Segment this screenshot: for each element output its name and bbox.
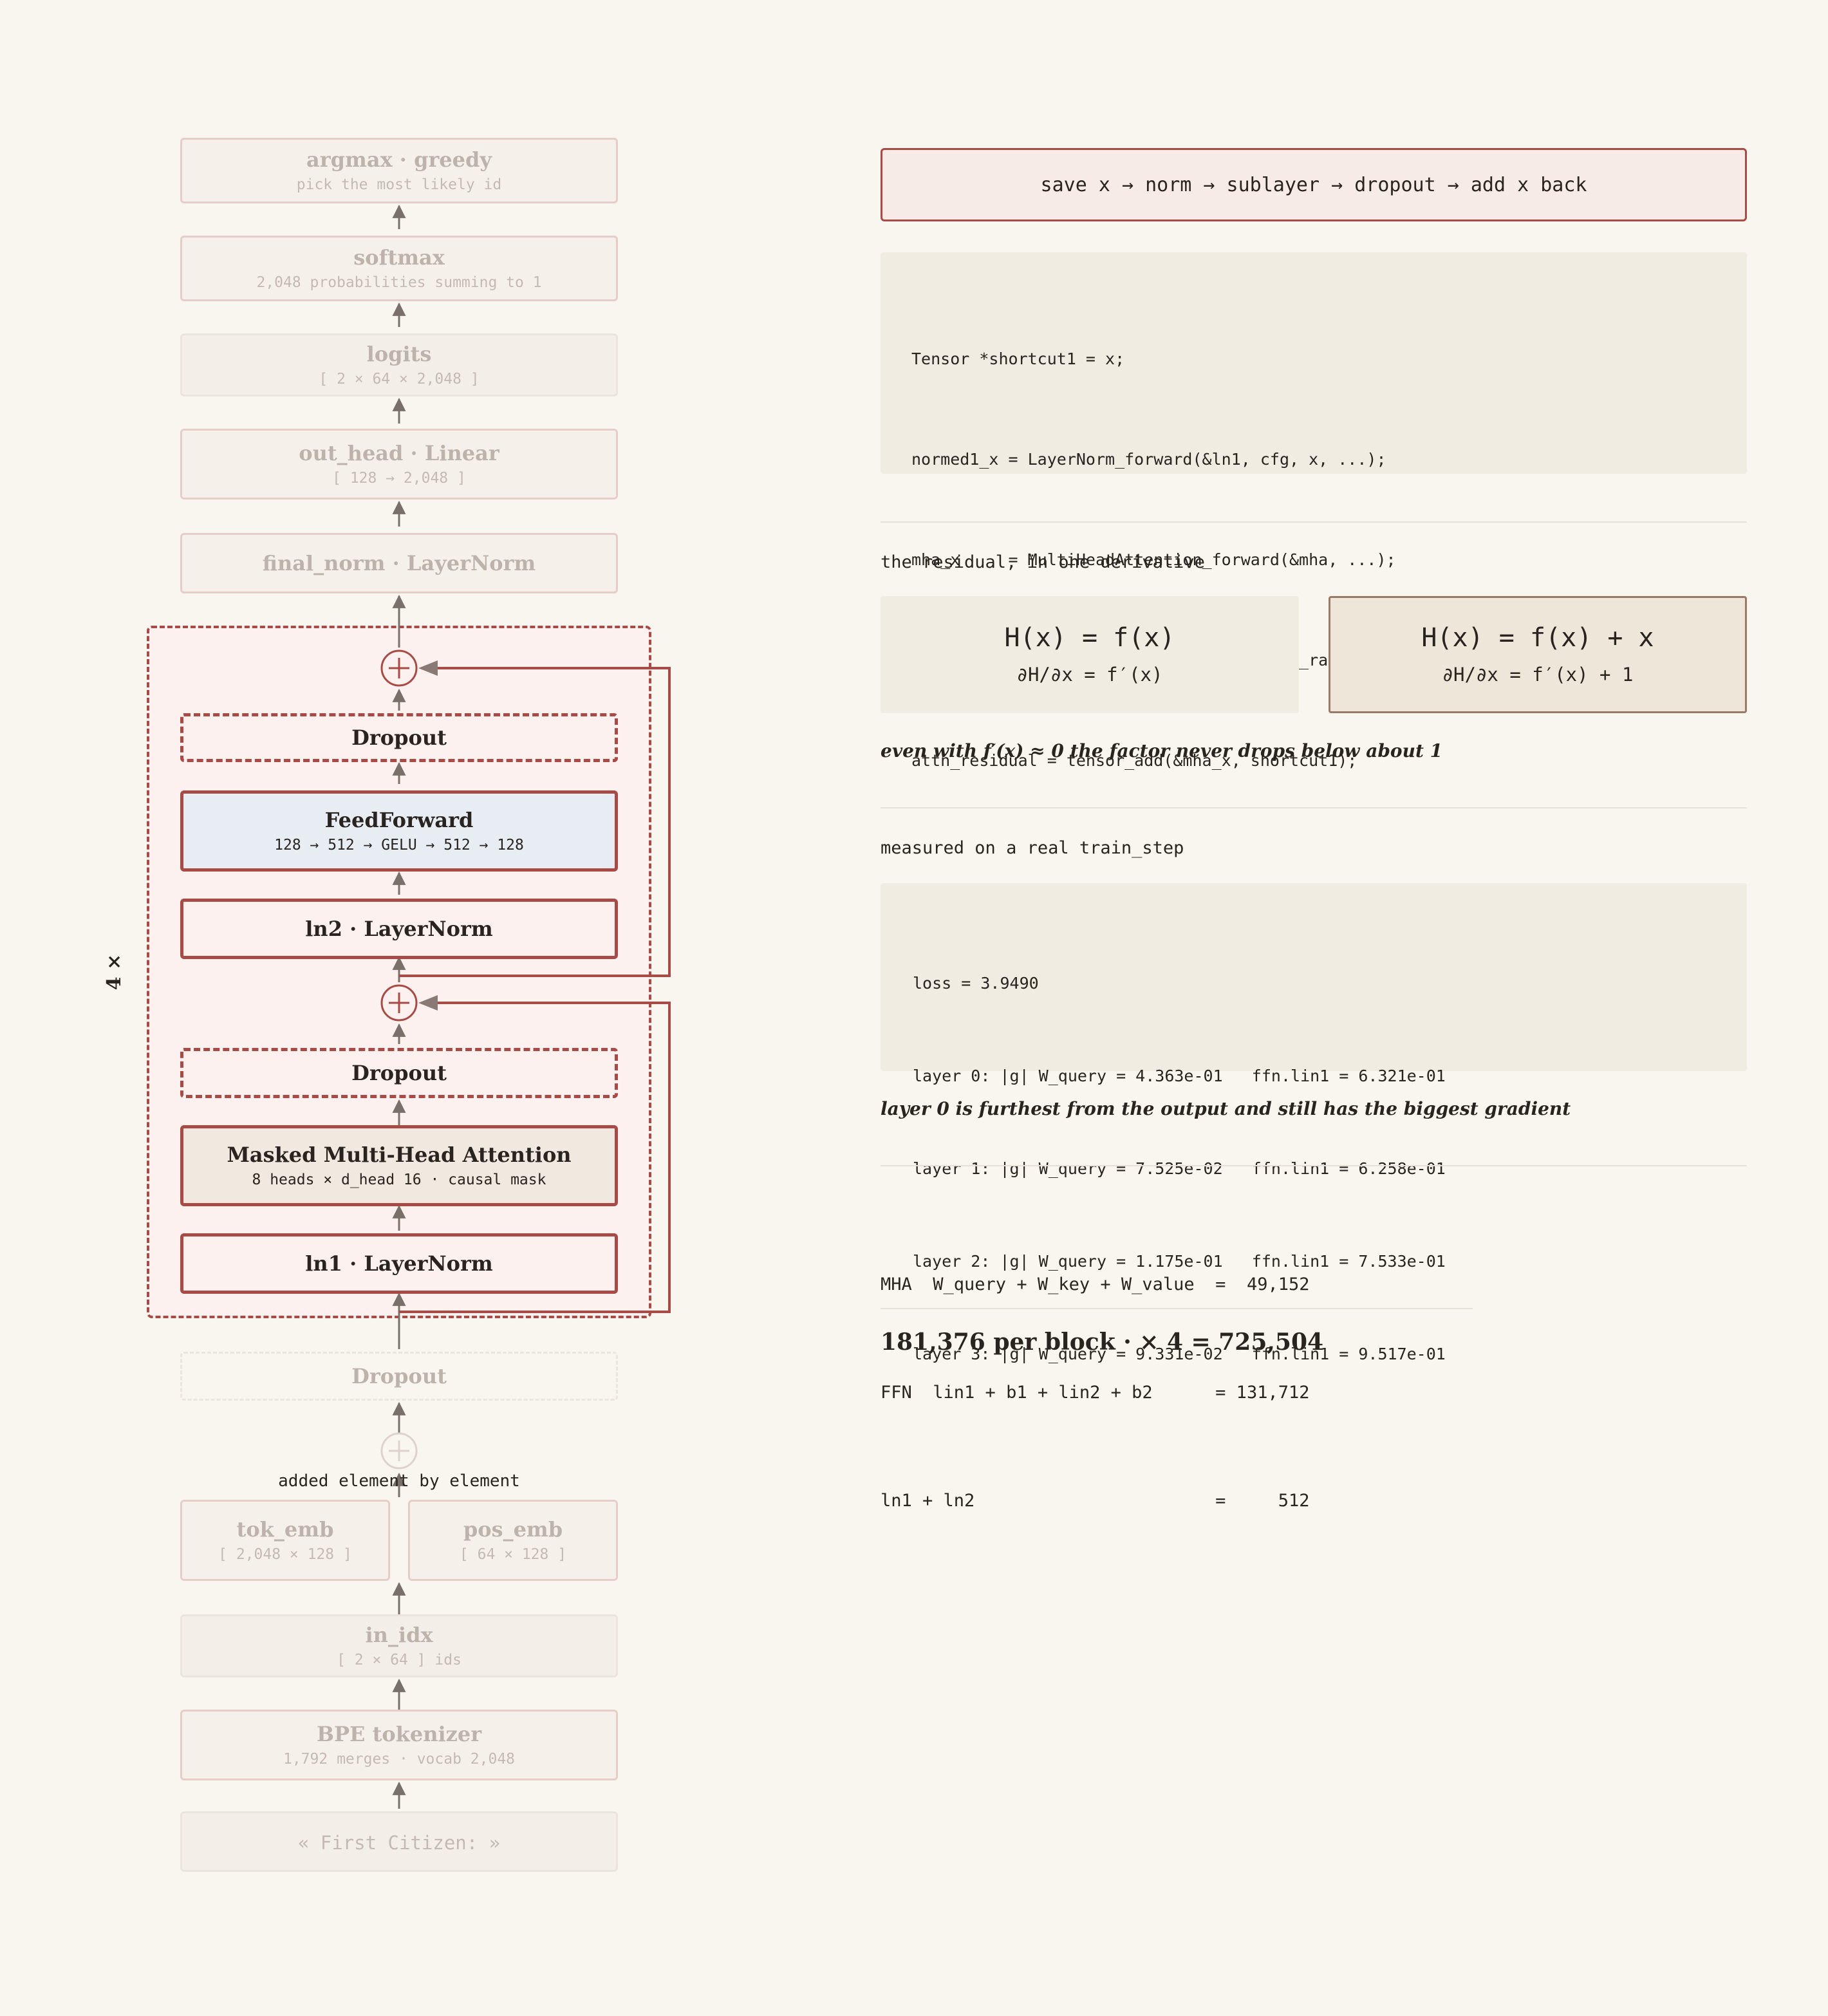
node-subtitle: 128 → 512 → GELU → 512 → 128 bbox=[274, 837, 524, 854]
code-line: normed1_x = LayerNorm_forward(&ln1, cfg,… bbox=[911, 450, 1386, 469]
final-norm-node: final_norm · LayerNorm bbox=[180, 533, 618, 593]
node-title: ln1 · LayerNorm bbox=[305, 1251, 493, 1276]
node-title: ln2 · LayerNorm bbox=[305, 917, 493, 941]
param-line: MHA W_query + W_key + W_value = 49,152 bbox=[881, 1274, 1310, 1294]
prompt-node: « First Citizen: » bbox=[180, 1811, 618, 1872]
node-title: FeedForward bbox=[324, 808, 474, 832]
node-title: out_head · Linear bbox=[299, 441, 499, 465]
add-circle-ffn bbox=[380, 649, 418, 687]
softmax-node: softmax 2,048 probabilities summing to 1 bbox=[180, 236, 618, 301]
measured-line: layer 1: |g| W_query = 7.525e-02 ffn.lin… bbox=[913, 1159, 1446, 1178]
divider bbox=[881, 521, 1747, 523]
node-title: final_norm · LayerNorm bbox=[262, 551, 536, 575]
residual-path-ffn bbox=[399, 667, 671, 977]
divider bbox=[881, 1308, 1473, 1309]
node-subtitle: [ 128 → 2,048 ] bbox=[332, 470, 466, 487]
residual-derivative: ∂H/∂x = f′(x) + 1 bbox=[1442, 664, 1634, 686]
divider bbox=[881, 807, 1747, 808]
add-label: added element by element bbox=[278, 1471, 520, 1491]
ln1-node: ln1 · LayerNorm bbox=[180, 1233, 618, 1294]
node-subtitle: 8 heads × d_head 16 · causal mask bbox=[252, 1171, 546, 1188]
node-subtitle: [ 64 × 128 ] bbox=[459, 1546, 567, 1563]
measured-block: loss = 3.9490 layer 0: |g| W_query = 4.3… bbox=[881, 883, 1747, 1363]
node-title: pos_emb bbox=[463, 1517, 563, 1542]
residual-formula: H(x) = f(x) + x bbox=[1421, 623, 1654, 653]
param-count-table: MHA W_query + W_key + W_value = 49,152 F… bbox=[881, 1195, 1309, 1555]
banner-text: save x → norm → sublayer → dropout → add… bbox=[1040, 173, 1587, 196]
node-subtitle: [ 2 × 64 × 2,048 ] bbox=[319, 371, 480, 387]
add-circle-embeddings bbox=[380, 1432, 418, 1470]
node-subtitle: pick the most likely id bbox=[296, 176, 502, 193]
node-title: Dropout bbox=[351, 725, 447, 750]
tok-emb-node: tok_emb [ 2,048 × 128 ] bbox=[180, 1500, 390, 1581]
divider bbox=[881, 1165, 1747, 1166]
dropout-input-node: Dropout bbox=[180, 1352, 618, 1401]
dropout-ffn-node: Dropout bbox=[180, 713, 618, 762]
measured-line: loss = 3.9490 bbox=[913, 974, 1039, 993]
param-line: ln1 + ln2 = 512 bbox=[881, 1491, 1310, 1511]
node-title: logits bbox=[366, 342, 432, 366]
prompt-text: « First Citizen: » bbox=[297, 1832, 501, 1854]
code-line: Tensor *shortcut1 = x; bbox=[911, 350, 1125, 368]
diagram-connectors bbox=[380, 204, 671, 1809]
pos-emb-node: pos_emb [ 64 × 128 ] bbox=[408, 1500, 618, 1581]
code-line: mha_x = MultiHeadAttention_forward(&mha,… bbox=[911, 550, 1396, 569]
add-circle-attention bbox=[380, 984, 418, 1022]
measured-line: layer 0: |g| W_query = 4.363e-01 ffn.lin… bbox=[913, 1067, 1446, 1085]
node-subtitle: 2,048 probabilities summing to 1 bbox=[256, 274, 542, 291]
dropout-attention-node: Dropout bbox=[180, 1048, 618, 1098]
plain-formula: H(x) = f(x) bbox=[1004, 623, 1175, 653]
mha-node: Masked Multi-Head Attention 8 heads × d_… bbox=[180, 1125, 618, 1206]
argmax-node: argmax · greedy pick the most likely id bbox=[180, 138, 618, 203]
param-total: 181,376 per block · × 4 = 725,504 bbox=[881, 1329, 1324, 1356]
measured-line: layer 3: |g| W_query = 9.331e-02 ffn.lin… bbox=[913, 1345, 1446, 1363]
node-title: Masked Multi-Head Attention bbox=[227, 1143, 572, 1167]
logits-node: logits [ 2 × 64 × 2,048 ] bbox=[180, 333, 618, 397]
node-subtitle: 1,792 merges · vocab 2,048 bbox=[283, 1751, 516, 1768]
derivative-heading: the residual, in one derivative bbox=[881, 552, 1205, 572]
code-block: Tensor *shortcut1 = x; normed1_x = Layer… bbox=[881, 252, 1747, 770]
feedforward-node: FeedForward 128 → 512 → GELU → 512 → 128 bbox=[180, 790, 618, 872]
node-title: BPE tokenizer bbox=[316, 1722, 482, 1746]
node-subtitle: [ 2 × 64 ] ids bbox=[337, 1652, 462, 1668]
repeat-label: 4 × bbox=[103, 953, 126, 991]
node-title: softmax bbox=[353, 245, 445, 270]
measured-line: layer 2: |g| W_query = 1.175e-01 ffn.lin… bbox=[913, 1252, 1446, 1271]
derivative-note: even with f′(x) ≈ 0 the factor never dro… bbox=[881, 740, 1443, 761]
out-head-node: out_head · Linear [ 128 → 2,048 ] bbox=[180, 429, 618, 499]
in-idx-node: in_idx [ 2 × 64 ] ids bbox=[180, 1614, 618, 1677]
plain-derivative: ∂H/∂x = f′(x) bbox=[1016, 664, 1163, 686]
param-line: FFN lin1 + b1 + lin2 + b2 = 131,712 bbox=[881, 1383, 1310, 1403]
tokenizer-node: BPE tokenizer 1,792 merges · vocab 2,048 bbox=[180, 1710, 618, 1780]
residual-banner: save x → norm → sublayer → dropout → add… bbox=[881, 148, 1747, 221]
node-subtitle: [ 2,048 × 128 ] bbox=[218, 1546, 352, 1563]
measured-heading: measured on a real train_step bbox=[881, 838, 1184, 858]
node-title: in_idx bbox=[365, 1623, 433, 1647]
residual-path-attention bbox=[399, 1002, 671, 1313]
node-title: Dropout bbox=[351, 1061, 447, 1085]
residual-formula-card: H(x) = f(x) + x ∂H/∂x = f′(x) + 1 bbox=[1329, 596, 1747, 713]
node-title: Dropout bbox=[351, 1364, 447, 1388]
node-title: argmax · greedy bbox=[306, 147, 492, 172]
code-line: attn_residual = tensor_add(&mha_x, short… bbox=[911, 751, 1357, 770]
plain-formula-card: H(x) = f(x) ∂H/∂x = f′(x) bbox=[881, 596, 1299, 713]
node-title: tok_emb bbox=[236, 1517, 334, 1542]
measured-note: layer 0 is furthest from the output and … bbox=[881, 1098, 1571, 1119]
ln2-node: ln2 · LayerNorm bbox=[180, 899, 618, 959]
